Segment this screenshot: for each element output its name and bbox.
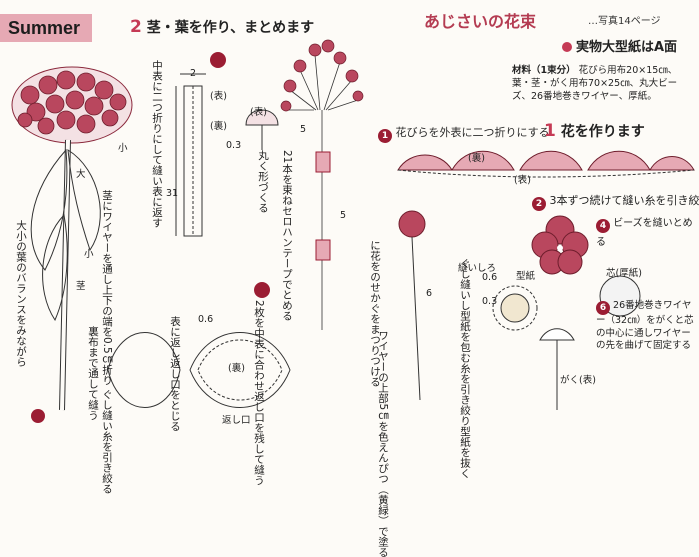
dim-5b: 5 bbox=[340, 210, 347, 221]
step1-sub5: ぐし縫いし型紙を包む糸を引き絞り型紙を抜く bbox=[459, 258, 471, 479]
step-badge-icon: 2 bbox=[532, 197, 546, 211]
dim-6: 6 bbox=[426, 288, 433, 299]
step-badge-icon: 1 bbox=[378, 129, 392, 143]
materials-list: 材料（1束分） 花びら用布20×15㎝、葉・茎・がく用布70×25㎝、丸大ビーズ… bbox=[512, 64, 694, 103]
step1-heading: 1 花を作ります bbox=[544, 121, 645, 141]
materials-label: 材料（1束分） bbox=[512, 65, 576, 76]
step1-sub2: 2 3本ずつ続けて縫い糸を引き絞る bbox=[532, 192, 699, 211]
step-badge-icon: 4 bbox=[596, 219, 610, 233]
note-bundle: 21本を束ねセロハンテープでとめる bbox=[281, 150, 293, 321]
dim-06-leaf: 0.6 bbox=[198, 314, 214, 325]
note-wire: 茎にワイヤーを通し上下の端を0.5㎝折り ぐし縫い糸を引き絞る bbox=[101, 190, 113, 494]
label-calyx: がく(表) bbox=[560, 375, 596, 386]
step1-sub3: 4 ビーズを縫いとめる bbox=[596, 218, 693, 248]
page-title: あじさいの花束 bbox=[424, 12, 537, 31]
note-round-shape: 丸く形づくる bbox=[257, 150, 269, 213]
step-badge-icon: 6 bbox=[596, 301, 610, 316]
dim-2: 2 bbox=[190, 68, 197, 79]
note-attach-calyx: に花をのせかぐをまつりつける bbox=[369, 240, 381, 387]
label-stem: 茎 bbox=[76, 281, 86, 292]
illustration-layer bbox=[11, 39, 695, 423]
dim-03: 0.3 bbox=[482, 296, 498, 307]
stem-bundle-illustration bbox=[280, 39, 364, 330]
dim-06: 0.6 bbox=[482, 272, 498, 283]
dim-03-stem: 0.3 bbox=[226, 140, 242, 151]
pattern-note: 実物大型紙はA面 bbox=[562, 36, 677, 55]
label-core: 芯(厚紙) bbox=[606, 268, 642, 279]
label-front: (表) bbox=[514, 175, 531, 186]
label-front-stem: (表) bbox=[210, 91, 227, 102]
note-turn-close: 表に返し返し口をとじる bbox=[169, 316, 181, 432]
label-opening: 返し口 bbox=[222, 415, 251, 426]
note-leaf-balance: 大小の葉のバランスをみながら bbox=[15, 220, 27, 367]
single-flower-illustration bbox=[531, 215, 589, 275]
label-back-leaf: (裏) bbox=[228, 363, 245, 374]
dim-31: 31 bbox=[166, 188, 179, 199]
note-paint-wire: ワイヤーの上部5㎝を色えんぴつ（黄緑）で塗る bbox=[377, 330, 389, 557]
label-back-stem: (裏) bbox=[210, 121, 227, 132]
label-pattern: 型紙 bbox=[516, 271, 536, 282]
bullet-dot-icon bbox=[562, 42, 572, 52]
dim-5a: 5 bbox=[300, 124, 307, 135]
label-front-loop: (表) bbox=[250, 107, 267, 118]
petal-row-illustration bbox=[397, 150, 695, 178]
step1-sub1: 1 花びらを外表に二つ折りにする bbox=[378, 124, 550, 143]
note-fold-stem: 中表に二つ折りにして縫い表に返す bbox=[151, 60, 163, 228]
label-small-2: 小 bbox=[84, 249, 94, 260]
step2-heading: 2 茎・葉を作り、まとめます bbox=[130, 17, 315, 37]
label-large: 大 bbox=[76, 169, 86, 180]
season-label: Summer bbox=[0, 14, 92, 42]
step1-sub4: 6 26番地巻きワイヤー（32㎝）をがくと芯の中心に通しワイヤーの先を曲げて固定… bbox=[596, 300, 694, 352]
label-seam: 縫いしろ bbox=[458, 263, 497, 274]
label-back: (裏) bbox=[468, 153, 485, 164]
note-sew-through: 裏布まで通して縫う bbox=[87, 326, 99, 421]
materials-text: 花びら用布20×15㎝、葉・茎・がく用布70×25㎝、丸大ビーズ、26番地巻きワ… bbox=[512, 65, 678, 102]
label-small: 小 bbox=[118, 143, 128, 154]
hydrangea-head-illustration bbox=[11, 66, 133, 144]
note-two-pieces: 2枚を中表に合わせ返し口を残して縫う bbox=[253, 300, 265, 486]
photo-page-ref: …写真14ページ bbox=[588, 16, 661, 27]
